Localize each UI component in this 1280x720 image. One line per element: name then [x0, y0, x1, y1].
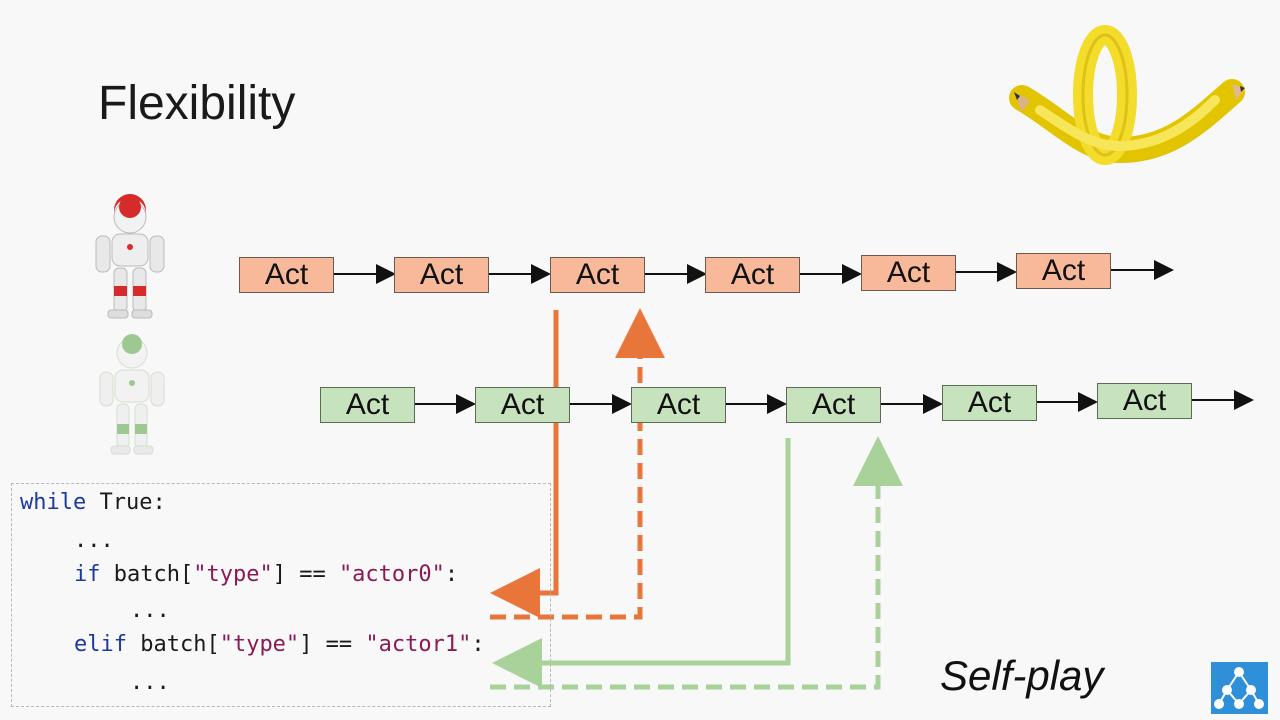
self-play-caption: Self-play — [940, 652, 1104, 699]
act-box-actor0-1: Act — [239, 257, 334, 293]
code-text: batch[ — [100, 562, 194, 587]
code-line-5: elif batch["type"] == "actor1": — [74, 632, 485, 657]
code-keyword: while — [20, 490, 87, 515]
act-box-actor1-1: Act — [320, 387, 415, 423]
code-string: "actor0" — [338, 562, 445, 587]
code-line-6: ... — [130, 670, 170, 695]
code-string: "type" — [219, 632, 300, 657]
slide-title: Flexibility — [98, 77, 296, 130]
code-string: "actor1" — [365, 632, 472, 657]
act-box-actor0-3: Act — [550, 257, 645, 293]
code-text: : — [444, 562, 459, 587]
act-box-actor0-2: Act — [394, 257, 489, 293]
code-ellipsis: ... — [130, 598, 170, 623]
act-box-actor0-6: Act — [1016, 253, 1111, 289]
act-box-actor1-2: Act — [475, 387, 570, 423]
code-text: ] == — [272, 562, 339, 587]
code-keyword: elif — [74, 632, 127, 657]
code-string: "type" — [193, 562, 273, 587]
act-box-actor1-6: Act — [1097, 383, 1192, 419]
code-ellipsis: ... — [74, 528, 114, 553]
act-box-actor1-4: Act — [786, 387, 881, 423]
code-keyword: if — [74, 562, 101, 587]
code-snippet-box — [11, 483, 551, 707]
act-box-actor0-4: Act — [705, 257, 800, 293]
code-ellipsis: ... — [130, 670, 170, 695]
code-line-4: ... — [130, 598, 170, 623]
code-text: batch[ — [126, 632, 220, 657]
code-line-1: while True: — [20, 490, 166, 515]
act-box-actor1-5: Act — [942, 385, 1037, 421]
code-line-2: ... — [74, 528, 114, 553]
code-line-3: if batch["type"] == "actor0": — [74, 562, 458, 587]
act-box-actor0-5: Act — [861, 255, 956, 291]
code-text: True: — [86, 490, 166, 515]
code-text: : — [471, 632, 485, 657]
act-box-actor1-3: Act — [631, 387, 726, 423]
code-text: ] == — [299, 632, 366, 657]
